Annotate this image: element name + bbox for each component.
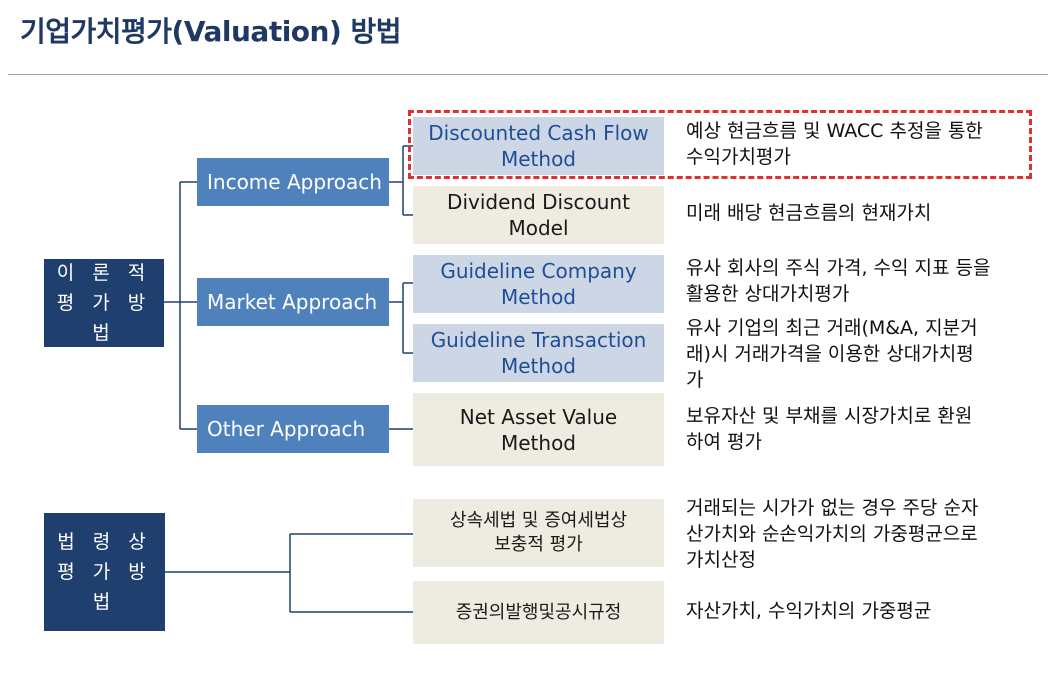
group-legal-valuation: 법 령 상 평 가 방 법 [44,513,165,631]
method-ddm-line2: Model [508,216,569,240]
method-gcm-line2: Method [500,285,576,309]
method-dcf: Discounted Cash Flow Method [413,117,664,175]
group-theory-line2: 평 가 방 법 [56,292,152,344]
dcf-highlight-frame [408,110,1032,179]
method-dcf-line1: Discounted Cash Flow [428,121,649,145]
group-theory-line1: 이 론 적 [56,262,152,284]
method-nav: Net Asset Value Method [413,393,664,466]
market-approach-box: Market Approach [197,278,389,326]
group-legal-line1: 법 령 상 [57,531,152,553]
method-ddm: Dividend Discount Model [413,186,664,244]
desc-dcf-line2: 수익가치평가 [686,146,791,168]
method-gcm-line1: Guideline Company [440,259,637,283]
desc-inheritance-line1: 거래되는 시가가 없는 경우 주당 순자 [686,497,979,519]
method-inheritance-tax: 상속세법 및 증여세법상 보충적 평가 [413,499,664,567]
method-inheritance-line2: 보충적 평가 [494,534,583,555]
method-inheritance-line1: 상속세법 및 증여세법상 [449,510,628,531]
other-approach-box: Other Approach [197,405,389,453]
desc-dcf: 예상 현금흐름 및 WACC 추정을 통한 수익가치평가 [686,118,1026,170]
desc-dcf-line1: 예상 현금흐름 및 WACC 추정을 통한 [686,120,983,142]
desc-gcm: 유사 회사의 주식 가격, 수익 지표 등을 활용한 상대가치평가 [686,255,1031,307]
desc-securities-regulation: 자산가치, 수익가치의 가중평균 [686,600,932,622]
desc-gtm: 유사 기업의 최근 거래(M&A, 지분거 래)시 거래가격을 이용한 상대가치… [686,315,1031,393]
desc-gtm-line2: 래)시 거래가격을 이용한 상대가치평 [686,343,974,365]
method-nav-line1: Net Asset Value [459,404,618,429]
desc-inheritance-line3: 가치산정 [686,549,756,571]
desc-inheritance-line2: 산가치와 순손익가치의 가중평균으로 [686,523,978,545]
desc-gtm-line1: 유사 기업의 최근 거래(M&A, 지분거 [686,317,978,339]
desc-gtm-line3: 가 [686,369,704,391]
desc-gcm-line2: 활용한 상대가치평가 [686,283,850,305]
title-divider [8,74,1048,75]
desc-nav-line2: 하여 평가 [686,431,762,453]
page-title: 기업가치평가(Valuation) 방법 [20,15,402,48]
income-approach-box: Income Approach [197,158,389,206]
method-ddm-line1: Dividend Discount [447,190,630,214]
group-legal-line2: 평 가 방 법 [57,561,152,613]
desc-nav: 보유자산 및 부채를 시장가치로 환원 하여 평가 [686,403,1031,455]
method-gtm-line1: Guideline Transaction [430,328,647,352]
method-dcf-line2: Method [500,147,576,171]
method-gcm: Guideline Company Method [413,255,664,313]
desc-ddm: 미래 배당 현금흐름의 현재가치 [686,202,932,224]
desc-nav-line1: 보유자산 및 부채를 시장가치로 환원 [686,405,973,427]
desc-gcm-line1: 유사 회사의 주식 가격, 수익 지표 등을 [686,257,991,279]
method-gtm: Guideline Transaction Method [413,324,664,382]
method-gtm-line2: Method [500,354,576,378]
method-nav-line2: Method [500,430,576,455]
group-theory-valuation: 이 론 적 평 가 방 법 [44,259,164,347]
method-securities-regulation: 증권의발행및공시규정 [413,581,664,644]
desc-inheritance-tax: 거래되는 시가가 없는 경우 주당 순자 산가치와 순손익가치의 가중평균으로 … [686,495,1031,573]
